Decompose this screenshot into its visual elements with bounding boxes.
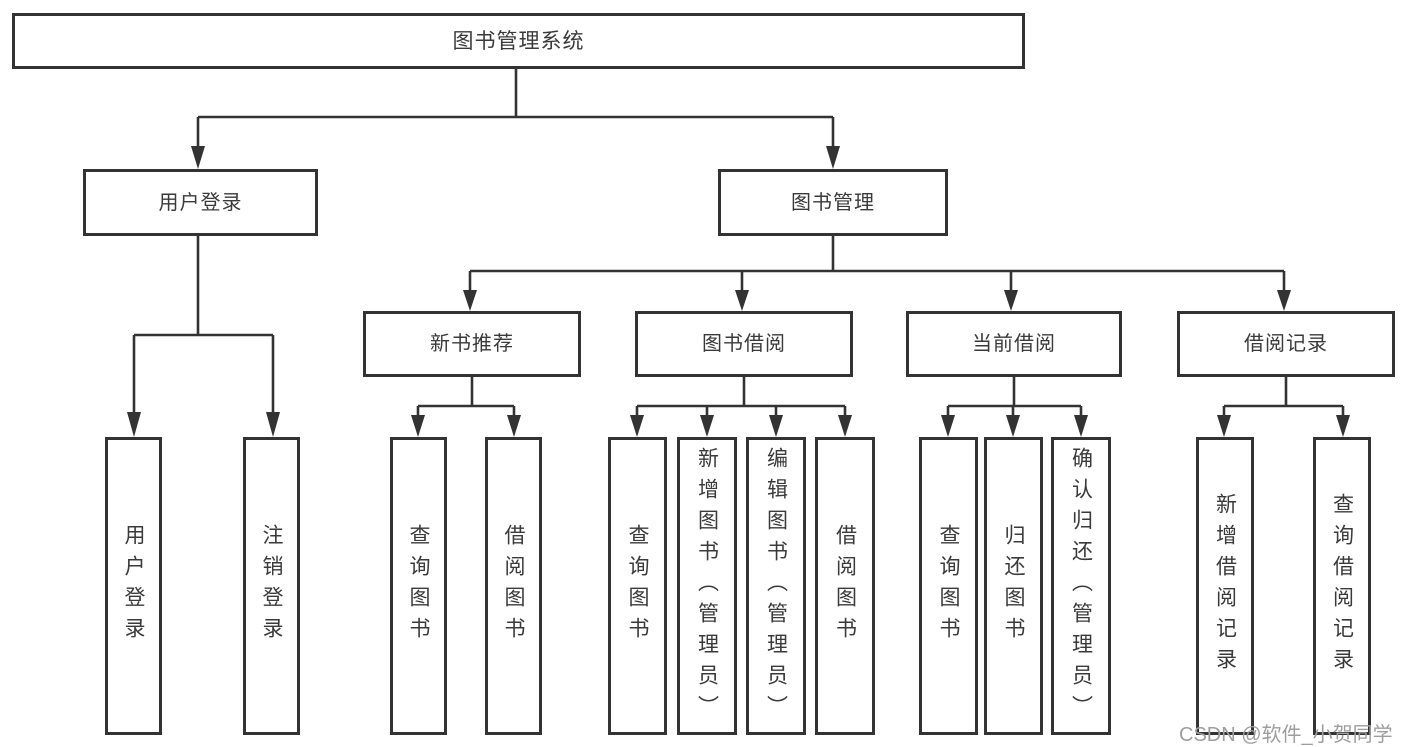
leaf-edit-book-admin: 编辑图书（管理员）: [746, 437, 806, 735]
leaf-logout: 注销登录: [243, 437, 300, 735]
node-borrowing-records: 借阅记录: [1177, 311, 1395, 377]
leaf-borrow-books-borrowing: 借阅图书: [815, 437, 875, 735]
node-library-management-system: 图书管理系统: [12, 13, 1025, 69]
node-book-borrowing: 图书借阅: [635, 311, 853, 377]
node-current-borrowing: 当前借阅: [906, 311, 1122, 377]
leaf-user-login: 用户登录: [105, 437, 162, 735]
csdn-watermark: CSDN @软件_小贺同学: [1179, 724, 1393, 746]
node-new-book-recommend: 新书推荐: [363, 311, 581, 377]
leaf-add-borrow-record: 新增借阅记录: [1196, 437, 1254, 735]
leaf-query-books-recommend: 查询图书: [390, 437, 447, 735]
node-book-management: 图书管理: [718, 169, 948, 236]
leaf-query-books-current: 查询图书: [919, 437, 978, 735]
leaf-return-book: 归还图书: [984, 437, 1043, 735]
leaf-confirm-return-admin: 确认归还（管理员）: [1051, 437, 1111, 735]
leaf-query-books-borrowing: 查询图书: [608, 437, 667, 735]
leaf-query-borrow-record: 查询借阅记录: [1313, 437, 1371, 735]
node-user-login: 用户登录: [83, 169, 318, 236]
leaf-add-book-admin: 新增图书（管理员）: [677, 437, 737, 735]
leaf-borrow-books-recommend: 借阅图书: [485, 437, 542, 735]
